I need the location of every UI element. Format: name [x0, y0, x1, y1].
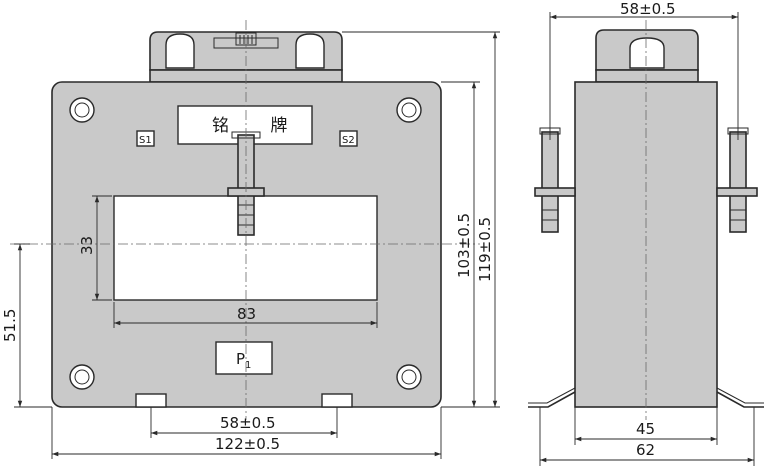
foot-right — [321, 393, 353, 408]
dim-inner-height: 103±0.5 — [455, 213, 473, 278]
nameplate-label: 铭 牌 — [212, 116, 305, 136]
s2-label: S2 — [342, 135, 355, 146]
side-view: 58±0.5 45 62 — [528, 0, 764, 466]
p1-plate — [215, 341, 273, 375]
dim-side-top-width: 58±0.5 — [620, 0, 676, 18]
p1-label: P1 — [236, 350, 251, 371]
dim-window-width: 83 — [237, 305, 256, 323]
front-view: 铭 牌 S1 S2 P1 33 — [1, 20, 500, 459]
side-screw-left — [534, 127, 576, 233]
s1-label: S1 — [139, 135, 152, 146]
dim-total-height: 119±0.5 — [476, 217, 494, 282]
side-screw-right — [716, 127, 758, 233]
mounting-holes — [69, 97, 422, 390]
dim-side-body-width: 45 — [636, 420, 655, 438]
dim-side-base-width: 62 — [636, 441, 655, 459]
side-base-bracket — [528, 391, 764, 408]
dim-center-height: 51.5 — [1, 309, 19, 342]
dim-window-height: 33 — [78, 236, 96, 255]
foot-left — [135, 393, 167, 408]
dim-foot-spacing: 58±0.5 — [220, 414, 276, 432]
dim-total-width: 122±0.5 — [215, 435, 280, 453]
